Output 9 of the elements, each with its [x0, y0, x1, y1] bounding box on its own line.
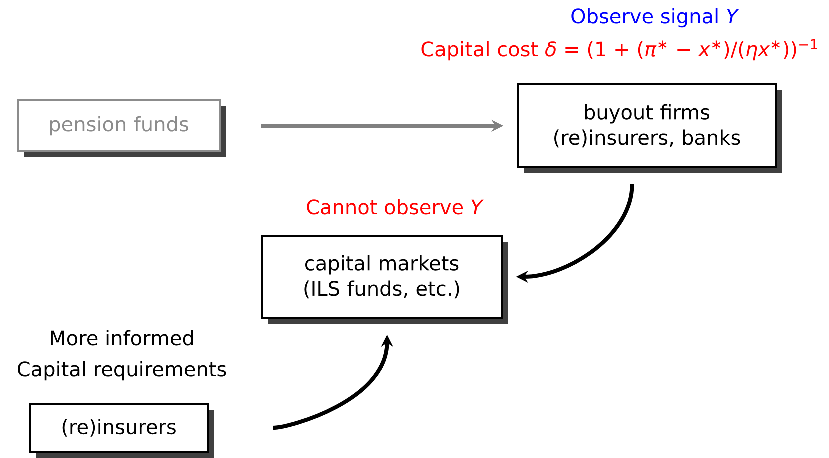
- box: buyout firms (re)insurers, banks: [517, 84, 782, 174]
- note: Capital cost δ = (1 + (π$^{∗}$ − x$^{∗}$)/(ηx$^{∗}$))$^{−1}$: [422, 39, 818, 61]
- box: pension funds: [17, 100, 226, 158]
- note: More informed: [51, 330, 194, 346]
- note: Capital requirements: [18, 361, 226, 381]
- box: capital markets (ILS funds, etc.): [261, 235, 508, 324]
- note: Cannot observe Y: [307, 199, 484, 215]
- box: (re)insurers: [29, 403, 214, 458]
- note: Observe signal Y: [572, 8, 740, 28]
